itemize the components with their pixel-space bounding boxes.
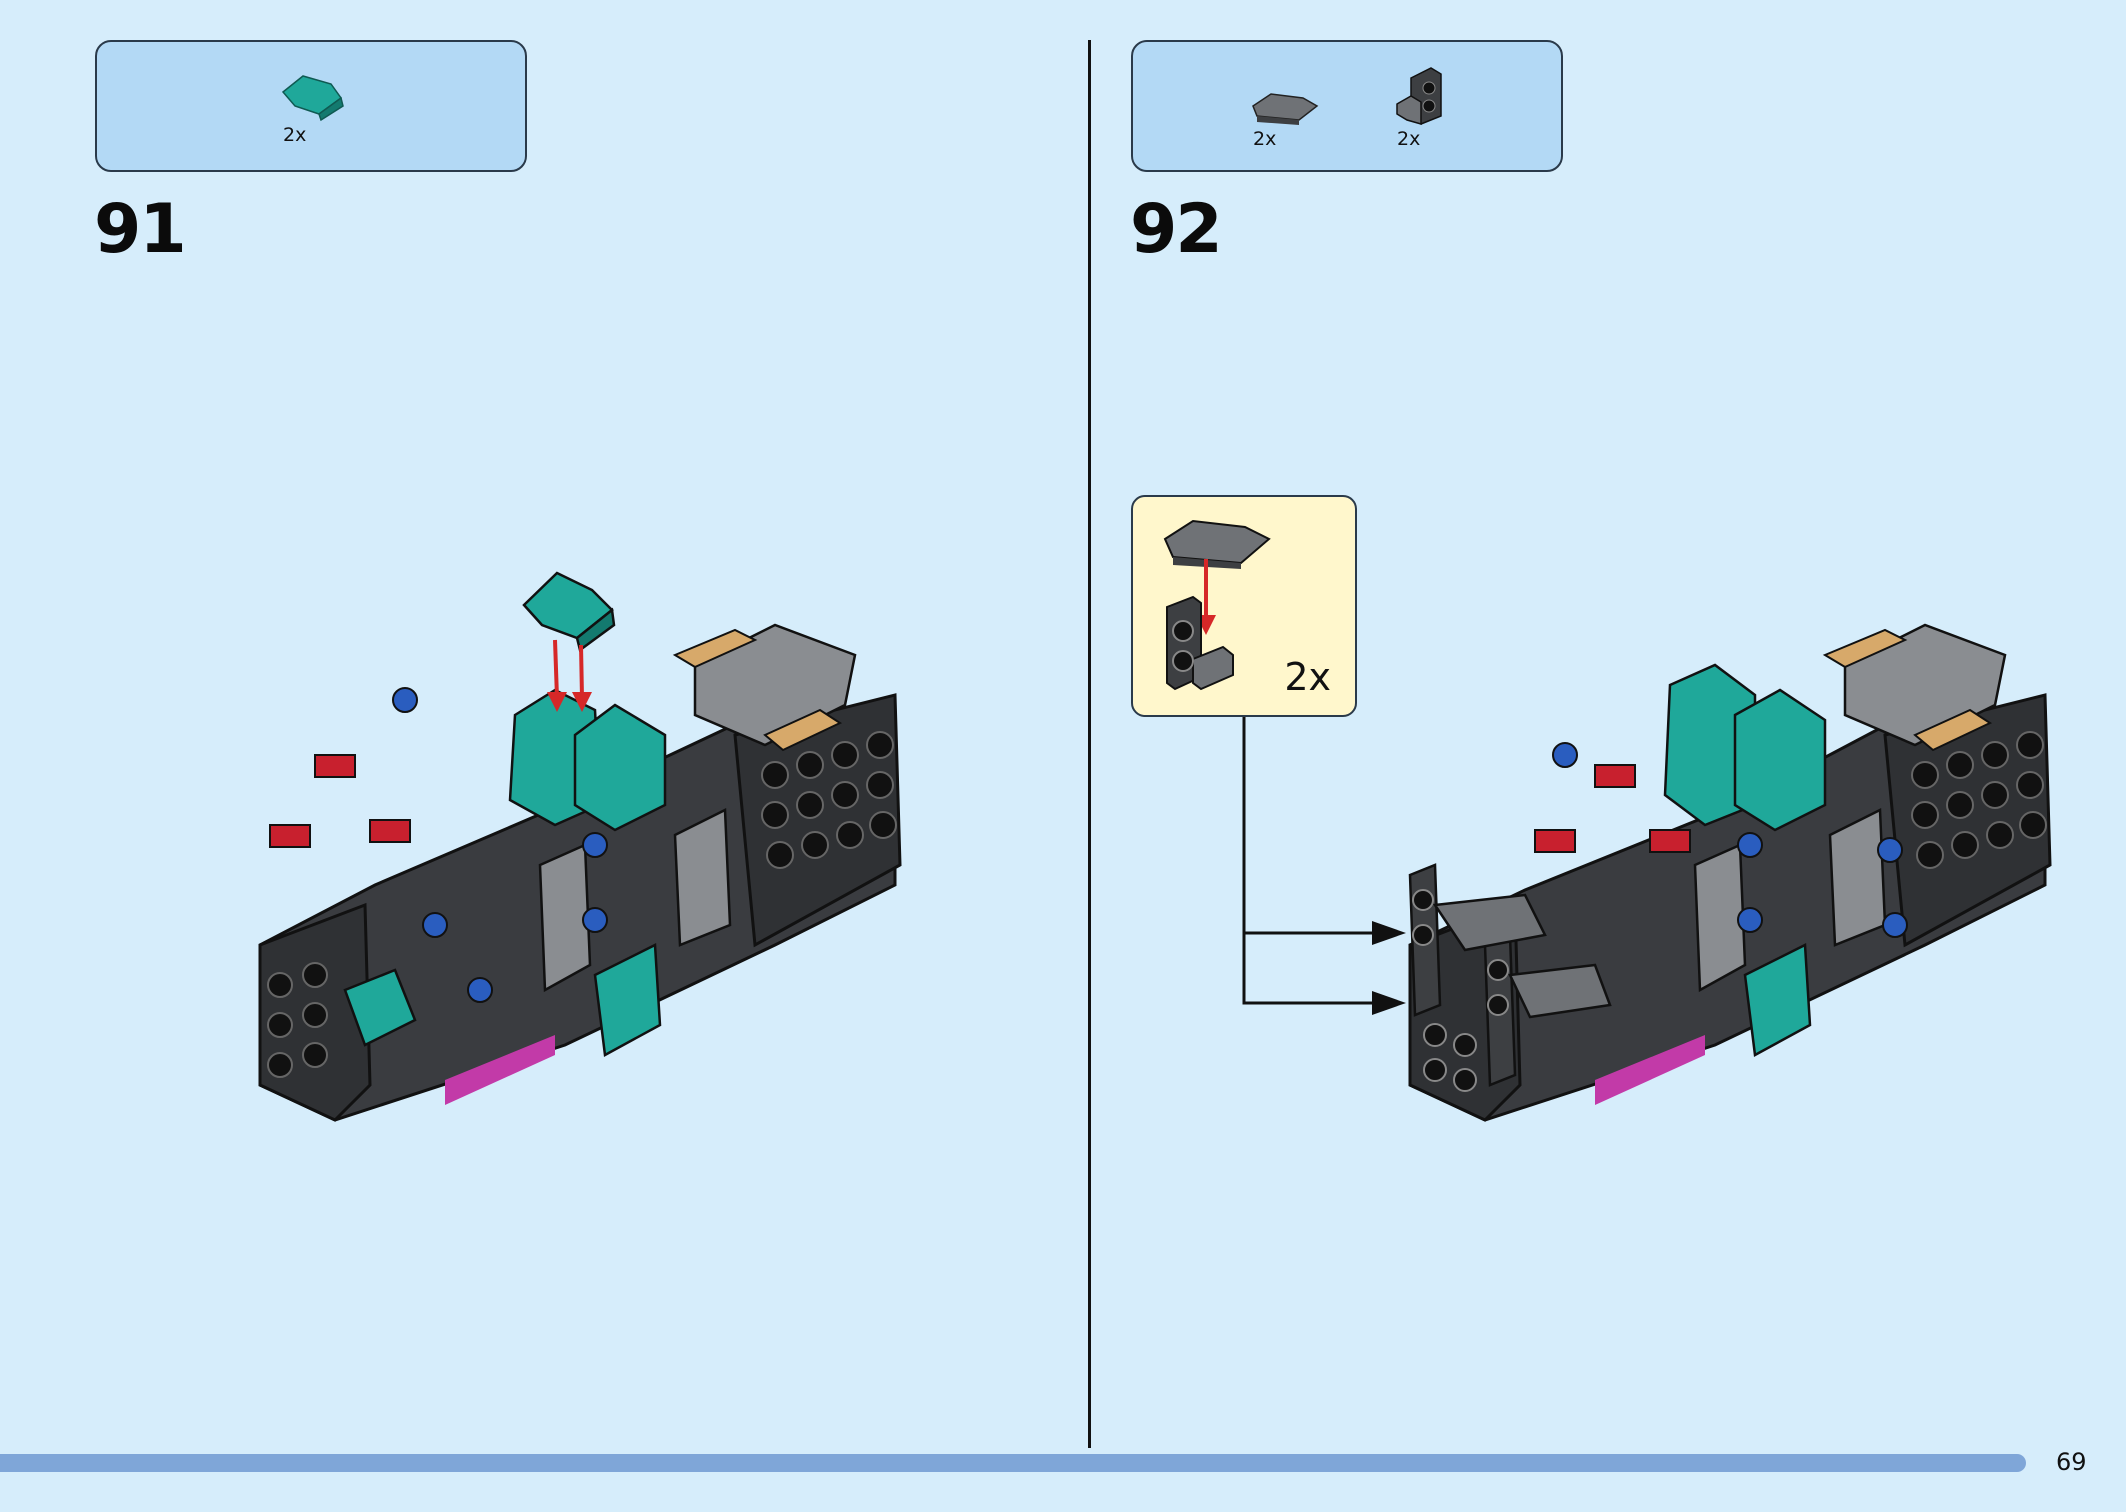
subassembly-connector-lines xyxy=(1242,717,1406,1015)
subassembly-callout: 2x xyxy=(1131,495,1357,717)
step-number-91: 91 xyxy=(94,190,187,269)
step-91-model-illustration xyxy=(258,623,902,1122)
part-count-label: 2x xyxy=(1397,128,1421,150)
dark-gray-curved-tile-icon xyxy=(1163,519,1271,569)
footer-progress-bar xyxy=(0,1454,2026,1472)
dark-gray-curved-tile-icon xyxy=(1252,93,1319,125)
step-91-red-arrows xyxy=(547,639,592,712)
step-91-new-piece xyxy=(522,571,616,653)
step-92-parts-callout: 2x 2x xyxy=(1131,40,1563,172)
part-count-label: 2x xyxy=(283,124,307,146)
teal-curved-slope-piece-icon xyxy=(281,75,344,122)
dark-gray-bracket-piece-icon xyxy=(1396,67,1442,125)
step-91-parts-callout: 2x xyxy=(95,40,527,172)
dark-gray-bracket-piece-icon xyxy=(1166,595,1234,691)
page-number: 69 xyxy=(2056,1448,2087,1476)
page-divider xyxy=(1088,40,1091,1448)
step-number-92: 92 xyxy=(1130,190,1223,269)
part-count-label: 2x xyxy=(1253,128,1277,150)
subassembly-count: 2x xyxy=(1284,655,1331,699)
step-92-model-illustration xyxy=(1408,623,2052,1122)
